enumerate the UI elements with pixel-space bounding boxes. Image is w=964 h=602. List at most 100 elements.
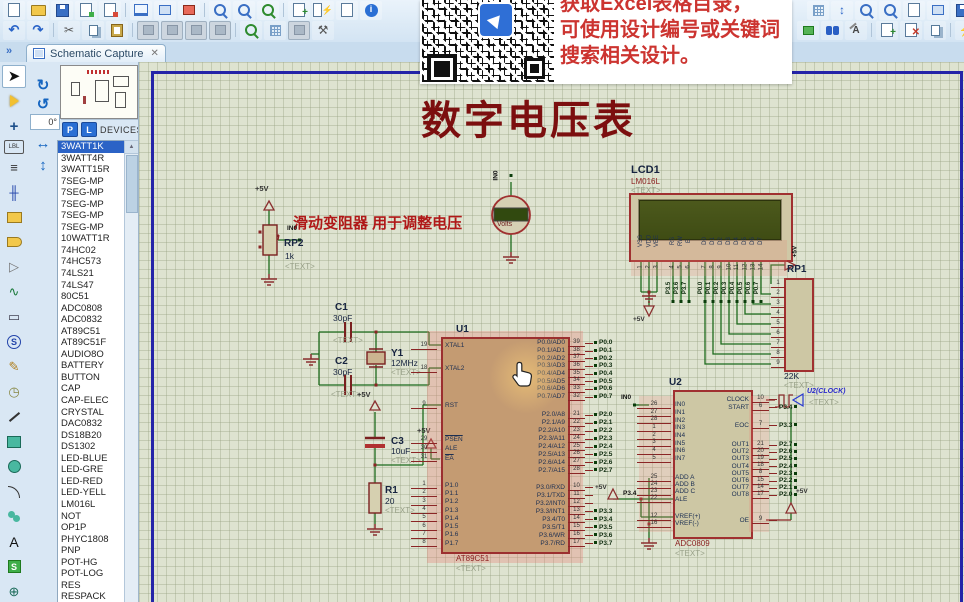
device-list-item[interactable]: AUDIO8O [61, 348, 104, 360]
pan-updown-icon[interactable]: ↕ [831, 0, 853, 20]
device-list-item[interactable]: 74LS47 [61, 279, 94, 291]
device-list-item[interactable]: 7SEG-MP [61, 175, 104, 187]
wire-label-mode-icon[interactable]: LBL [4, 139, 24, 154]
rp1-ref[interactable]: RP1 [787, 264, 807, 275]
device-list-item[interactable]: DS18B20 [61, 429, 102, 441]
scroll-up-icon[interactable]: ▲ [125, 141, 138, 154]
u2-ref[interactable]: U2 [669, 377, 682, 388]
device-list-item[interactable]: CAP-ELEC [61, 395, 109, 407]
device-list-item[interactable]: CRYSTAL [61, 406, 104, 418]
zoom-in-icon[interactable] [233, 0, 255, 20]
block-delete-icon[interactable] [209, 20, 231, 40]
zoom-small-icon[interactable] [855, 0, 877, 20]
2d-symbol-icon[interactable] [2, 555, 26, 578]
bus-mode-icon[interactable]: ╫ [9, 184, 19, 200]
search-binoculars-icon[interactable] [821, 20, 843, 40]
2d-box-icon[interactable] [2, 430, 26, 453]
device-list-item[interactable]: 74HC573 [61, 256, 102, 268]
junction-mode-icon[interactable]: + [9, 117, 19, 135]
grid-toggle-icon[interactable] [264, 20, 286, 40]
component-pins-icon[interactable] [154, 0, 176, 20]
u1-ref[interactable]: U1 [456, 324, 469, 335]
block-rotate-icon[interactable] [185, 20, 207, 40]
goto-sheet-icon[interactable] [924, 20, 946, 40]
open-folder-icon[interactable] [27, 0, 49, 20]
tape-recorder-mode-icon[interactable]: ▭ [7, 309, 21, 325]
device-pin-mode-icon[interactable]: ▷ [9, 259, 19, 275]
device-list-item[interactable]: BATTERY [61, 360, 104, 372]
redraw-icon[interactable] [240, 20, 262, 40]
import-file-icon[interactable] [75, 0, 97, 20]
subcircuit-mode-icon[interactable] [2, 206, 26, 229]
device-list-item[interactable]: 3WATT4R [61, 152, 105, 164]
export-file-icon[interactable] [99, 0, 121, 20]
r1-ref[interactable]: R1 [385, 485, 398, 496]
device-list-item[interactable]: OP1P [61, 522, 87, 534]
rotate-ccw-icon[interactable]: ↺ [36, 96, 50, 113]
device-list-item[interactable]: 3WATT1K [58, 141, 125, 153]
redo-icon[interactable]: ↷ [27, 20, 49, 40]
selection-mode-icon[interactable]: ➤ [2, 65, 26, 88]
rotation-angle-field[interactable]: 0° [30, 114, 60, 130]
save-icon[interactable] [51, 0, 73, 20]
info-icon[interactable]: i [360, 0, 382, 20]
2d-arc-icon[interactable] [2, 480, 26, 503]
schematic-canvas[interactable]: 数字电压表 滑动变阻器 用于调整电压 +5V IN0 RP2 1k <TEXT>… [138, 62, 964, 602]
device-list-item[interactable]: ADC0808 [61, 302, 103, 314]
notes-page-icon[interactable] [336, 0, 358, 20]
device-list-item[interactable]: PHYC1808 [61, 533, 109, 545]
device-list-item[interactable]: 80C51 [61, 291, 89, 303]
2d-circle-icon[interactable] [2, 455, 26, 478]
wire-component-icon[interactable] [797, 20, 819, 40]
blue-box-2-icon[interactable] [951, 0, 964, 20]
device-list-item[interactable]: PNP [61, 545, 81, 557]
device-list-item[interactable]: 7SEG-MP [61, 198, 104, 210]
add-sheet-icon[interactable]: + [890, 26, 896, 38]
component-red-icon[interactable] [178, 0, 200, 20]
c3-ref[interactable]: C3 [391, 436, 404, 447]
paste-icon[interactable] [106, 20, 128, 40]
mirror-horizontal-icon[interactable]: ↔ [35, 134, 51, 152]
new-sheet-green-icon[interactable]: + [302, 6, 308, 18]
device-list-item[interactable]: 7SEG-MP [61, 187, 104, 199]
c1-ref[interactable]: C1 [335, 302, 348, 313]
device-list-item[interactable]: AT89C51 [61, 325, 101, 337]
overview-minimap[interactable] [60, 65, 138, 119]
pick-devices-button[interactable]: P [62, 122, 78, 137]
pattern-box-icon[interactable] [288, 20, 310, 40]
graph-mode-icon[interactable]: ∿ [8, 284, 20, 300]
2d-path-icon[interactable] [2, 505, 26, 528]
device-list-item[interactable]: LED-RED [61, 475, 103, 487]
device-list-item[interactable]: NOT [61, 510, 82, 522]
component-mode-icon[interactable] [2, 90, 26, 113]
rp2-ref[interactable]: RP2 [284, 238, 304, 249]
2d-line-icon[interactable] [2, 405, 26, 428]
blue-box-icon[interactable] [927, 0, 949, 20]
mirror-vertical-icon[interactable]: ↕ [39, 156, 47, 174]
device-list-item[interactable]: AT89C51F [61, 337, 107, 349]
zoom-area-icon[interactable] [257, 0, 279, 20]
text-script-mode-icon[interactable]: ≡ [10, 159, 18, 175]
voltage-probe-mode-icon[interactable]: ✎ [8, 358, 20, 374]
y1-ref[interactable]: Y1 [391, 348, 404, 359]
device-list-item[interactable]: LM016L [61, 498, 96, 510]
grid-plus-icon[interactable] [807, 0, 829, 20]
device-list-item[interactable]: 7SEG-MP [61, 221, 104, 233]
device-list-item[interactable]: LED-BLUE [61, 452, 108, 464]
rp1-body[interactable] [784, 278, 814, 372]
device-list-item[interactable]: CAP [61, 383, 81, 395]
rotate-cw-icon[interactable]: ↻ [36, 77, 50, 94]
property-tool-icon[interactable]: A [845, 20, 867, 40]
tab-scroll-icon[interactable]: » [6, 45, 13, 57]
c2-ref[interactable]: C2 [335, 356, 348, 367]
scrollbar-thumb[interactable] [126, 155, 138, 213]
2d-text-icon[interactable]: A [9, 533, 19, 550]
zoom-small-2-icon[interactable] [879, 0, 901, 20]
tab-schematic-capture[interactable]: Schematic Capture ✕ [26, 44, 166, 62]
device-list-item[interactable]: RESPACK [61, 591, 106, 602]
device-list-item[interactable]: RES [61, 579, 81, 591]
block-copy-icon[interactable] [137, 20, 159, 40]
device-list-item[interactable]: POT-HG [61, 556, 98, 568]
clock-generator-label[interactable]: U2(CLOCK) [807, 388, 846, 395]
device-list-item[interactable]: DAC0832 [61, 418, 103, 430]
